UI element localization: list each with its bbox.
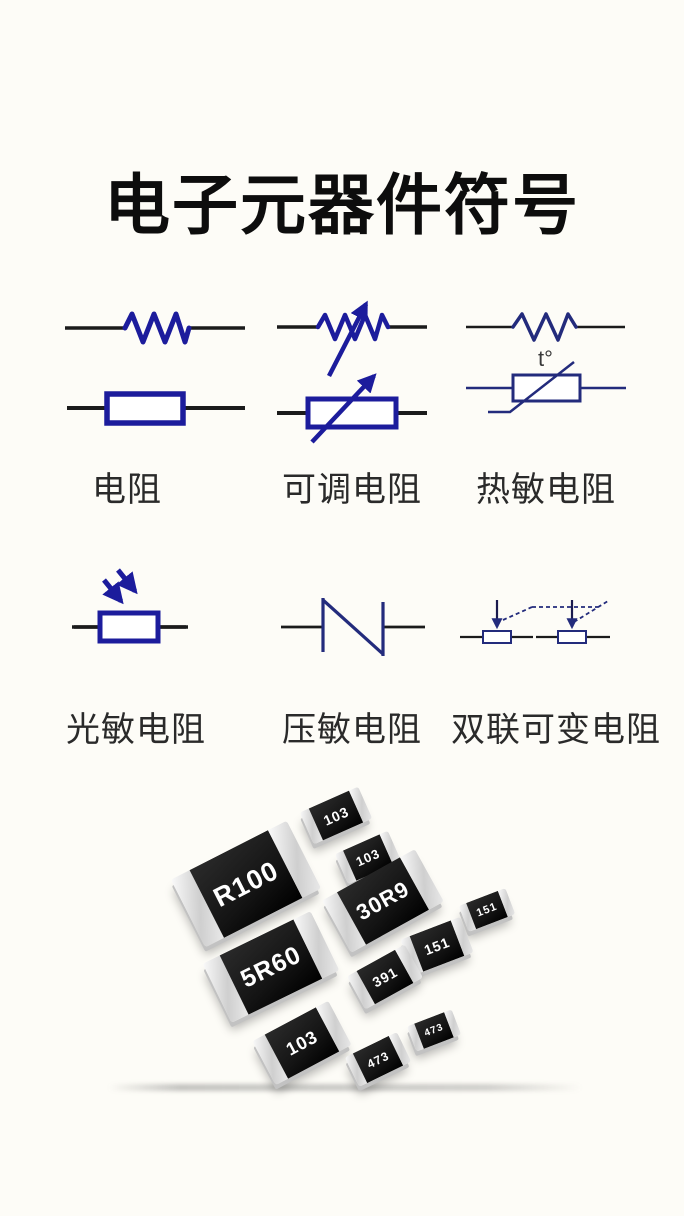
chip-resistor-473-bottom: 473	[344, 1031, 412, 1088]
adjustable-resistor-symbol-icon	[277, 300, 427, 444]
chip-resistor-103-top: 103	[299, 786, 373, 845]
symbol-varistor	[278, 588, 428, 668]
symbol-resistor	[55, 298, 255, 438]
label-thermistor: 热敏电阻	[476, 471, 616, 509]
thermistor-t-annotation: t°	[538, 346, 553, 371]
page-title: 电子元器件符号	[104, 168, 580, 242]
label-photoresistor: 光敏电阻	[66, 711, 206, 749]
chip-resistor-103-bottom: 103	[252, 1000, 352, 1086]
photoresistor-symbol-icon	[72, 568, 188, 644]
label-resistor: 电阻	[92, 471, 162, 509]
varistor-symbol-icon	[281, 598, 425, 656]
symbol-photoresistor	[66, 552, 236, 667]
label-varistor: 压敏电阻	[282, 711, 422, 749]
symbol-dual-variable-resistor	[448, 586, 653, 664]
thermistor-symbol-icon: t°	[466, 312, 626, 414]
symbol-adjustable-resistor	[272, 290, 432, 448]
resistor-symbol-icon	[65, 311, 245, 426]
chip-resistor-473-small: 473	[406, 1009, 462, 1052]
chip-resistor-151-small: 151	[458, 887, 516, 933]
label-dual-variable-resistor: 双联可变电阻	[451, 711, 661, 749]
label-adjustable-resistor: 可调电阻	[282, 471, 422, 509]
surface-shadow	[108, 1084, 582, 1091]
symbol-thermistor: t°	[458, 300, 633, 422]
dual-variable-resistor-symbol-icon	[460, 600, 610, 644]
